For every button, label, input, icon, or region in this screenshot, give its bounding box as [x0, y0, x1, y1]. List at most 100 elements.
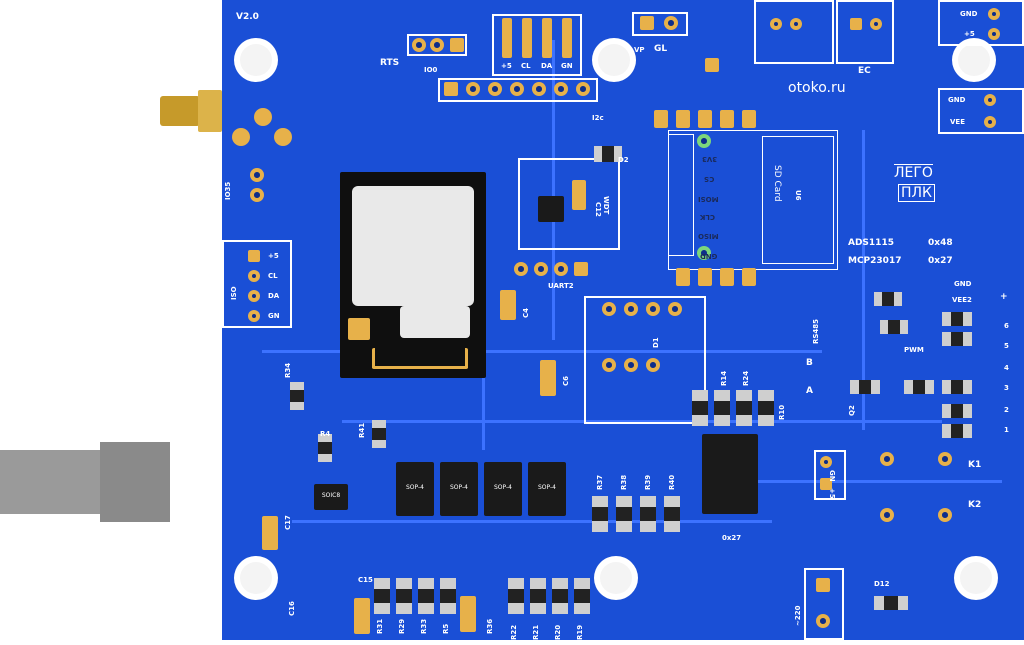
header-pin: [850, 18, 862, 30]
i2c-label: I2c: [592, 114, 604, 122]
io-pin-number: 5: [1004, 342, 1009, 350]
io-pin-number: 3: [1004, 384, 1009, 392]
ref-label: R37: [596, 474, 604, 490]
optocoupler: SOP-4: [484, 462, 522, 516]
gl-label: GL: [654, 44, 668, 54]
rs485-pin: [602, 302, 616, 316]
c12-capacitor: [572, 180, 586, 210]
vee-label: VEE: [950, 118, 965, 126]
io0-label: IO0: [424, 66, 438, 74]
relay-pin: [938, 452, 952, 466]
d2-diode: [594, 146, 623, 162]
r34-resistor: [290, 382, 304, 411]
sd-card-slot: [762, 136, 834, 264]
top-header-outline: [492, 14, 582, 76]
resistor: [942, 332, 972, 346]
ref-label: R40: [668, 474, 676, 490]
c6-capacitor: [540, 360, 556, 396]
bnc-housing: [170, 438, 222, 542]
trace: [262, 350, 822, 353]
r19-resistor: [574, 578, 590, 614]
ref-label: R41: [358, 422, 366, 438]
top-pin-label: +5: [501, 62, 512, 70]
sop4-label: SOP-4: [494, 483, 512, 491]
trace: [552, 40, 555, 340]
rs485-outline: [584, 296, 706, 424]
header-pin: [502, 18, 512, 58]
r37-resistor: [592, 496, 608, 532]
ref-label: R38: [620, 474, 628, 490]
d12-diode: [874, 596, 908, 610]
pwm-label: PWM: [904, 346, 924, 354]
sma-pad: [274, 128, 292, 146]
plus-sign: +: [1000, 292, 1008, 302]
sd-pad: [654, 110, 668, 128]
r14-resistor: [692, 390, 708, 426]
rs485-pin: [646, 302, 660, 316]
rs485-pin: [646, 358, 660, 372]
soic8-label: SOIC8: [321, 491, 341, 499]
ref-label: R33: [420, 618, 428, 634]
esp32-shield: [352, 186, 474, 306]
ref-label: R34: [284, 362, 292, 378]
r31-resistor: [374, 578, 390, 614]
sd-card-label: SD Card: [772, 165, 782, 202]
bnc-barrel: [0, 450, 100, 514]
iso-label: ISO: [230, 286, 238, 300]
uart-pin: [534, 262, 548, 276]
resistor: [942, 380, 972, 394]
terminal-pin: [820, 478, 832, 490]
sop4-label: SOP-4: [538, 483, 556, 491]
ref-label: Q2: [848, 405, 856, 416]
board-version: V2.0: [236, 12, 259, 22]
ref-label: D1: [652, 337, 660, 348]
ac-pin: [816, 614, 830, 628]
iso-header-outline: [222, 240, 292, 328]
io-pin-number: 1: [1004, 426, 1009, 434]
ref-label: C16: [288, 601, 296, 616]
iso-pin: [248, 290, 260, 302]
header-pin: [870, 18, 882, 30]
optocoupler: SOP-4: [396, 462, 434, 516]
terminal-pin: [988, 8, 1000, 20]
ref-label: C4: [522, 307, 530, 318]
header-pin: [562, 18, 572, 58]
r24-resistor: [736, 390, 752, 426]
c-capacitor: [354, 598, 370, 634]
r33-resistor: [418, 578, 434, 614]
ref-label: R39: [644, 474, 652, 490]
ads-addr: 0x48: [928, 238, 953, 248]
ec-label: EC: [858, 66, 871, 76]
ec-header-outline: [836, 0, 894, 64]
ec-header-outline: [754, 0, 834, 64]
ref-label: C17: [284, 515, 292, 530]
gnd-label: GND: [960, 10, 978, 18]
spi-pin-label: 3V3: [702, 155, 718, 163]
header-pin: [664, 16, 678, 30]
iso-pin: [248, 270, 260, 282]
trace: [722, 480, 1002, 483]
ac-pin: [816, 578, 830, 592]
wdt-chip: [538, 196, 564, 222]
top-pin-label: GN: [561, 62, 573, 70]
ref-label: R24: [742, 370, 750, 386]
r39-resistor: [640, 496, 656, 532]
iso-pin-label: CL: [268, 272, 278, 280]
sd-pad: [742, 268, 756, 286]
ref-label: C12: [594, 202, 602, 217]
resistor: [880, 320, 909, 334]
logo-line-1: ЛЕГО: [894, 164, 933, 181]
rs485-label: RS485: [812, 318, 820, 344]
ref-label: R31: [376, 618, 384, 634]
spi-header-outline: [668, 134, 694, 256]
header-pin: [444, 82, 458, 96]
top-pin-label: DA: [541, 62, 553, 70]
iso-pin-label: +5: [268, 252, 279, 260]
optocoupler: SOP-4: [440, 462, 478, 516]
resistor: [942, 312, 972, 326]
sd-pad: [698, 110, 712, 128]
optocoupler: SOP-4: [528, 462, 566, 516]
io-pin-number: 2: [1004, 406, 1009, 414]
resistor: [714, 390, 730, 426]
spi-pin: [697, 134, 711, 148]
